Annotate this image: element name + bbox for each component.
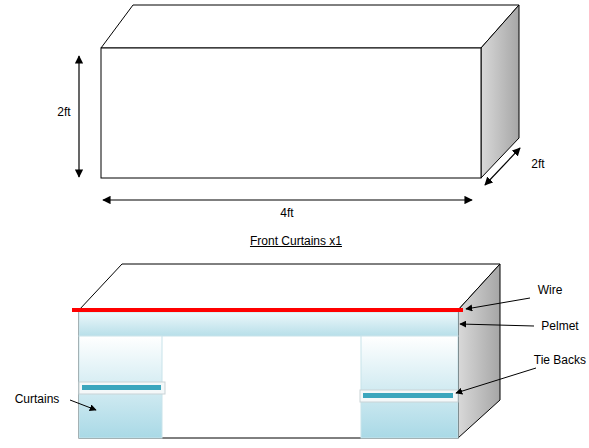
pelmet (79, 312, 458, 336)
tie-back (360, 390, 458, 402)
wire (72, 308, 463, 312)
callout-label: Pelmet (541, 320, 578, 333)
tie-back (82, 385, 161, 390)
dimension-label: 2ft (57, 106, 70, 119)
tie-back (79, 382, 165, 394)
callout-label: Wire (538, 284, 563, 297)
callout-label: Curtains (15, 393, 60, 406)
dimension-arrows (79, 56, 520, 200)
dimension-label: 2ft (531, 158, 544, 171)
tie-back (363, 393, 453, 398)
dimension-label: 4ft (280, 207, 293, 220)
curtain-box (72, 264, 500, 438)
leader-lines (70, 298, 536, 410)
callout-label: Tie Backs (534, 354, 586, 367)
plain-box (101, 5, 519, 178)
section-heading: Front Curtains x1 (250, 235, 342, 248)
curtain (79, 336, 162, 438)
curtain (361, 336, 458, 438)
